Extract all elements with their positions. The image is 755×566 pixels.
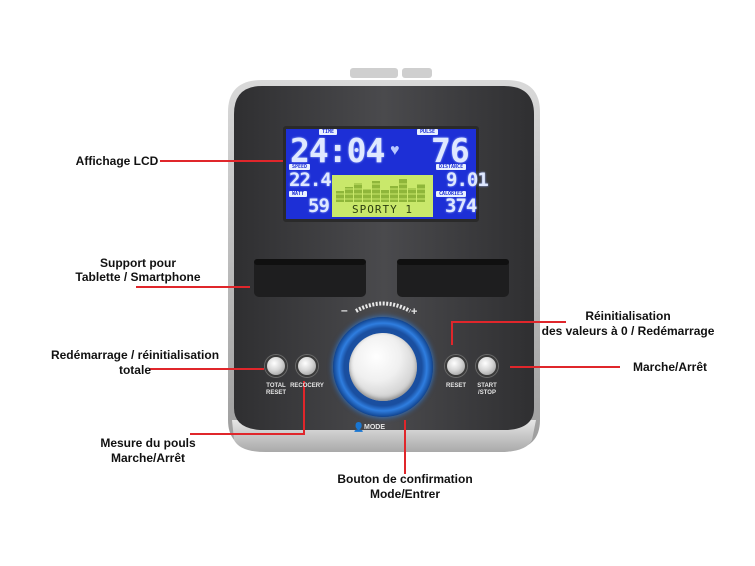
mode-enter-knob[interactable] (349, 333, 417, 401)
annotation-lines (136, 160, 620, 474)
person-icon: 👤 (353, 422, 365, 432)
annotation-reset-line2: des valeurs à 0 / Redémarrage (541, 324, 715, 338)
recovery-label: RECOCERY (290, 383, 324, 389)
lcd-distance-value: 9.01 (446, 169, 489, 191)
lcd-calories-value: 374 (445, 195, 477, 217)
annotation-total-reset-line2: totale (118, 363, 151, 377)
lcd-watt-value: 59 (308, 195, 330, 217)
lcd-profile-graph (332, 175, 433, 202)
annotation-reset-line1: Réinitialisation (585, 309, 671, 323)
lcd-pulse-value: 76 (431, 131, 470, 170)
level-minus-label: – (341, 303, 348, 317)
mode-label: MODE (364, 424, 385, 431)
console-top-tab (350, 68, 398, 78)
lcd-display: TIME 24:04 ♥ PULSE 76 SPEED 22.4 WATT 59… (283, 126, 489, 222)
lcd-distance-tag: DISTANCE (436, 164, 467, 170)
annotation-confirm-line2: Mode/Entrer (369, 487, 440, 501)
lcd-pulse-tag: PULSE (417, 129, 439, 135)
annotation-tablet-line1: Support pour (100, 256, 176, 270)
reset-button[interactable] (445, 355, 467, 377)
total-reset-label: TOTAL RESET (265, 383, 286, 396)
annotation-start-stop: Marche/Arrêt (632, 360, 708, 374)
heart-icon: ♥ (390, 142, 400, 159)
lcd-watt-tag: WATT (289, 191, 308, 197)
lcd-time-value: 24:04 (290, 131, 385, 170)
annotation-total-reset-line1: Redémarrage / réinitialisation (50, 348, 220, 362)
total-reset-button[interactable] (265, 355, 287, 377)
lcd-speed-tag: SPEED (289, 164, 311, 170)
level-indicator-arc (355, 301, 411, 313)
annotation-tablet-line2: Tablette / Smartphone (75, 270, 201, 284)
start-stop-button[interactable] (476, 355, 498, 377)
recovery-button[interactable] (296, 355, 318, 377)
lcd-calories-tag: CALORIES (436, 191, 467, 197)
annotation-pulse-line2: Marche/Arrêt (110, 451, 186, 465)
lcd-profile-label: SPORTY 1 (332, 202, 433, 217)
annotation-lcd: Affichage LCD (75, 154, 159, 168)
tablet-support-left (254, 259, 366, 297)
lcd-time-tag: TIME (319, 129, 338, 135)
annotation-pulse-line1: Mesure du pouls (100, 436, 196, 450)
start-stop-label: START /STOP (477, 383, 497, 396)
tablet-support-right (397, 259, 509, 297)
level-plus-label: + (411, 306, 418, 318)
reset-label: RESET (445, 383, 466, 389)
lcd-speed-value: 22.4 (289, 169, 332, 191)
annotation-confirm-line1: Bouton de confirmation (337, 472, 473, 486)
